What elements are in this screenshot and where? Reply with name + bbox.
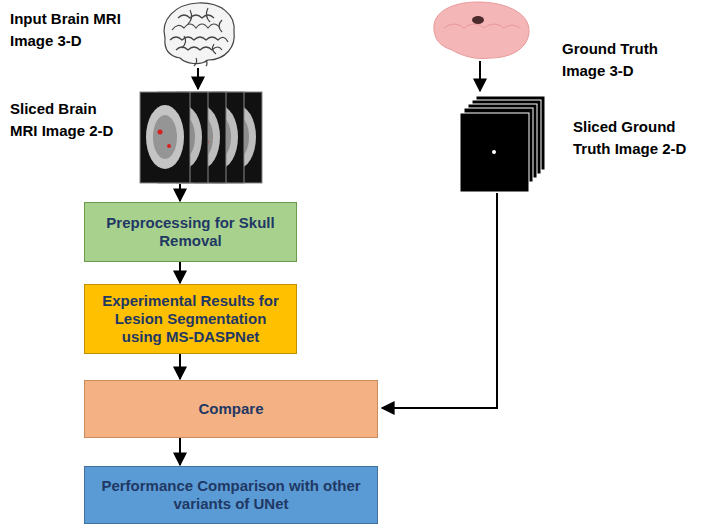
brain-illustration xyxy=(164,3,234,66)
process-box: Compare xyxy=(84,380,378,438)
ground-truth-slices xyxy=(460,96,545,192)
image-label: Input Brain MRI Image 3-D xyxy=(10,8,128,52)
arrow-line xyxy=(479,61,481,91)
box-text: Experimental Results for Lesion Segmenta… xyxy=(95,292,286,346)
box-text: Performance Comparison with other varian… xyxy=(95,477,367,513)
image-label: Sliced Brain MRI Image 2-D xyxy=(10,98,128,142)
process-box: Experimental Results for Lesion Segmenta… xyxy=(84,284,297,354)
box-text: Preprocessing for Skull Removal xyxy=(95,214,286,250)
image-label: Sliced Ground Truth Image 2-D xyxy=(573,116,701,160)
process-box: Performance Comparison with other varian… xyxy=(84,466,378,524)
flow-arrow xyxy=(179,438,181,465)
mri-slices xyxy=(140,92,262,183)
flow-arrow xyxy=(179,262,181,283)
image-label: Ground Truth Image 3-D xyxy=(562,38,674,82)
arrow-line xyxy=(179,184,181,201)
arrow-line xyxy=(382,193,497,408)
box-text: Compare xyxy=(198,400,263,418)
flow-arrow xyxy=(179,354,181,379)
arrow-line xyxy=(197,68,199,89)
ground-truth-illustration xyxy=(434,2,529,59)
process-box: Preprocessing for Skull Removal xyxy=(84,202,297,262)
